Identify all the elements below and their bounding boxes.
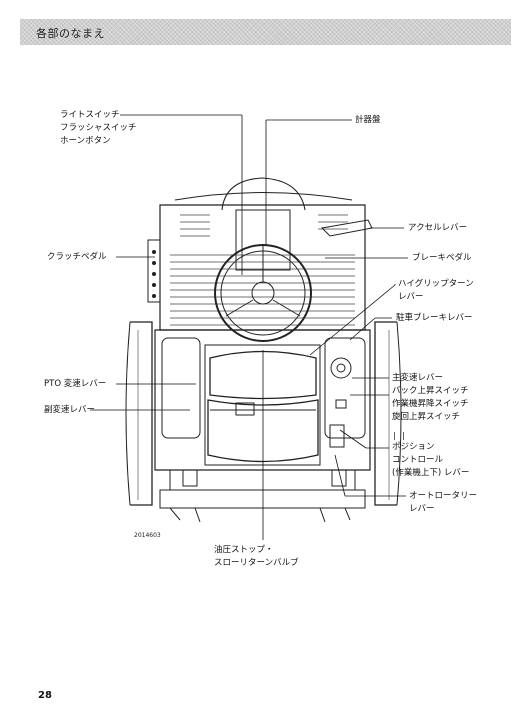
label-auto-rotary: オートロータリー xyxy=(409,491,478,501)
label-main-shift-lever: 主変速レバー xyxy=(392,373,444,383)
label-sub-shift-lever: 副変速レバー xyxy=(44,405,96,415)
label-position: ポジション xyxy=(392,442,435,452)
clutch-bracket xyxy=(147,239,161,303)
label-position-implement: (作業機上下) レバー xyxy=(392,468,470,478)
rear-hitch xyxy=(159,469,366,523)
label-hydraulic-stop: 油圧ストップ・ xyxy=(214,545,274,555)
label-slow-return-valve: スローリターンバルブ xyxy=(214,558,299,568)
label-high-grip-turn-lever: レバー xyxy=(398,292,424,302)
figure-number: 2014603 xyxy=(134,532,161,539)
label-meter-panel: 計器盤 xyxy=(355,115,381,125)
switch-cluster xyxy=(329,357,352,448)
page-number: 28 xyxy=(38,690,52,701)
label-brake-pedal: ブレーキペダル xyxy=(412,253,472,263)
label-auto-rotary-lever: レバー xyxy=(409,504,435,514)
tick-marks: | | xyxy=(393,431,407,440)
section-title: 各部のなまえ xyxy=(36,27,105,40)
header-band xyxy=(20,19,511,45)
label-implement-lift-switch: 作業機昇降スイッチ xyxy=(392,399,469,409)
label-clutch-pedal: クラッチペダル xyxy=(47,252,107,262)
label-turn-lift-switch: 旋回上昇スイッチ xyxy=(392,412,461,422)
steering-wheel xyxy=(214,244,312,342)
label-flasher-switch: フラッシャスイッチ xyxy=(60,123,137,133)
label-pto-lever: PTO 変速レバー xyxy=(44,379,107,389)
operator-platform xyxy=(154,329,371,471)
left-rear-wheel xyxy=(125,321,153,506)
label-light-switch: ライトスイッチ xyxy=(60,110,120,120)
label-high-grip-turn: ハイグリップターン xyxy=(398,279,474,289)
label-position-control: コントロール xyxy=(392,455,444,465)
label-back-lift-switch: バック上昇スイッチ xyxy=(392,386,469,396)
leader-lines xyxy=(90,114,408,540)
label-accel-lever: アクセルレバー xyxy=(408,223,468,233)
label-horn-button: ホーンボタン xyxy=(60,136,111,146)
seat xyxy=(207,350,319,463)
right-rear-wheel xyxy=(374,321,402,506)
label-parking-brake-lever: 駐車ブレーキレバー xyxy=(396,313,473,323)
